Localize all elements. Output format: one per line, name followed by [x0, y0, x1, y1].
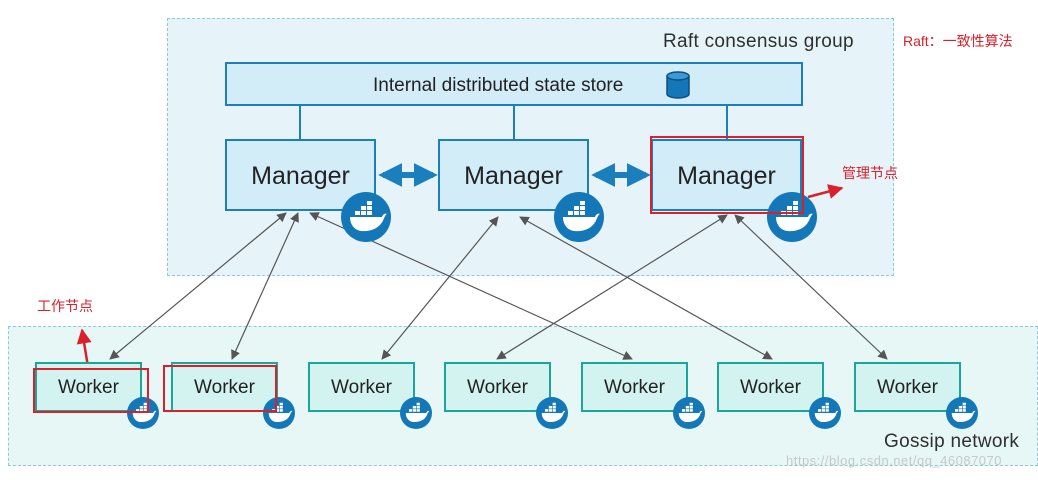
worker-node: Worker	[717, 362, 824, 412]
manager3-worker4-arrow	[496, 214, 728, 360]
docker-whale-icon	[554, 192, 604, 242]
manager1-worker1-arrow	[109, 212, 287, 360]
gossip-network-label: Gossip network	[884, 431, 1020, 452]
manager-annotation: 管理节点	[842, 165, 898, 181]
raft-group-label: Raft consensus group	[663, 31, 854, 52]
docker-whale-icon	[341, 192, 391, 242]
docker-whale-icon	[263, 397, 295, 429]
worker-label: Worker	[877, 377, 938, 398]
worker-label: Worker	[467, 377, 528, 398]
manager-highlight-box	[650, 136, 804, 214]
worker-label: Worker	[331, 377, 392, 398]
docker-whale-icon	[946, 397, 978, 429]
worker-label: Worker	[604, 377, 665, 398]
manager1-worker2-arrow	[231, 212, 299, 360]
manager-annotation-arrow	[807, 184, 844, 199]
worker-node: Worker	[171, 362, 278, 412]
docker-whale-icon	[673, 397, 705, 429]
worker-node: Worker	[35, 362, 142, 412]
manager-label: Manager	[251, 162, 350, 190]
manager-label: Manager	[464, 162, 563, 190]
state-store-box: Internal distributed state store	[225, 62, 803, 106]
docker-whale-icon	[400, 397, 432, 429]
worker-node: Worker	[854, 362, 961, 412]
docker-whale-icon	[536, 397, 568, 429]
watermark: https://blog.csdn.net/qq_46087070	[786, 453, 1002, 468]
worker-highlight-box	[33, 368, 149, 413]
worker-node: Worker	[581, 362, 688, 412]
worker-node: Worker	[444, 362, 551, 412]
manager-label: Manager	[677, 162, 776, 190]
worker-node: Worker	[308, 362, 415, 412]
database-icon	[666, 71, 690, 99]
manager2-worker3-arrow	[381, 216, 499, 360]
manager-node: Manager	[438, 139, 589, 211]
worker-label: Worker	[740, 377, 801, 398]
worker-highlight-box	[163, 365, 277, 412]
worker-label: Worker	[58, 377, 119, 398]
raft-annotation: Raft：一致性算法	[903, 33, 1013, 49]
worker-label: Worker	[194, 377, 255, 398]
docker-whale-icon	[127, 397, 159, 429]
manager3-worker7-arrow	[734, 214, 888, 360]
state-store-label: Internal distributed state store	[373, 75, 624, 96]
docker-whale-icon	[767, 192, 817, 242]
docker-whale-icon	[809, 397, 841, 429]
worker-annotation: 工作节点	[37, 298, 93, 314]
